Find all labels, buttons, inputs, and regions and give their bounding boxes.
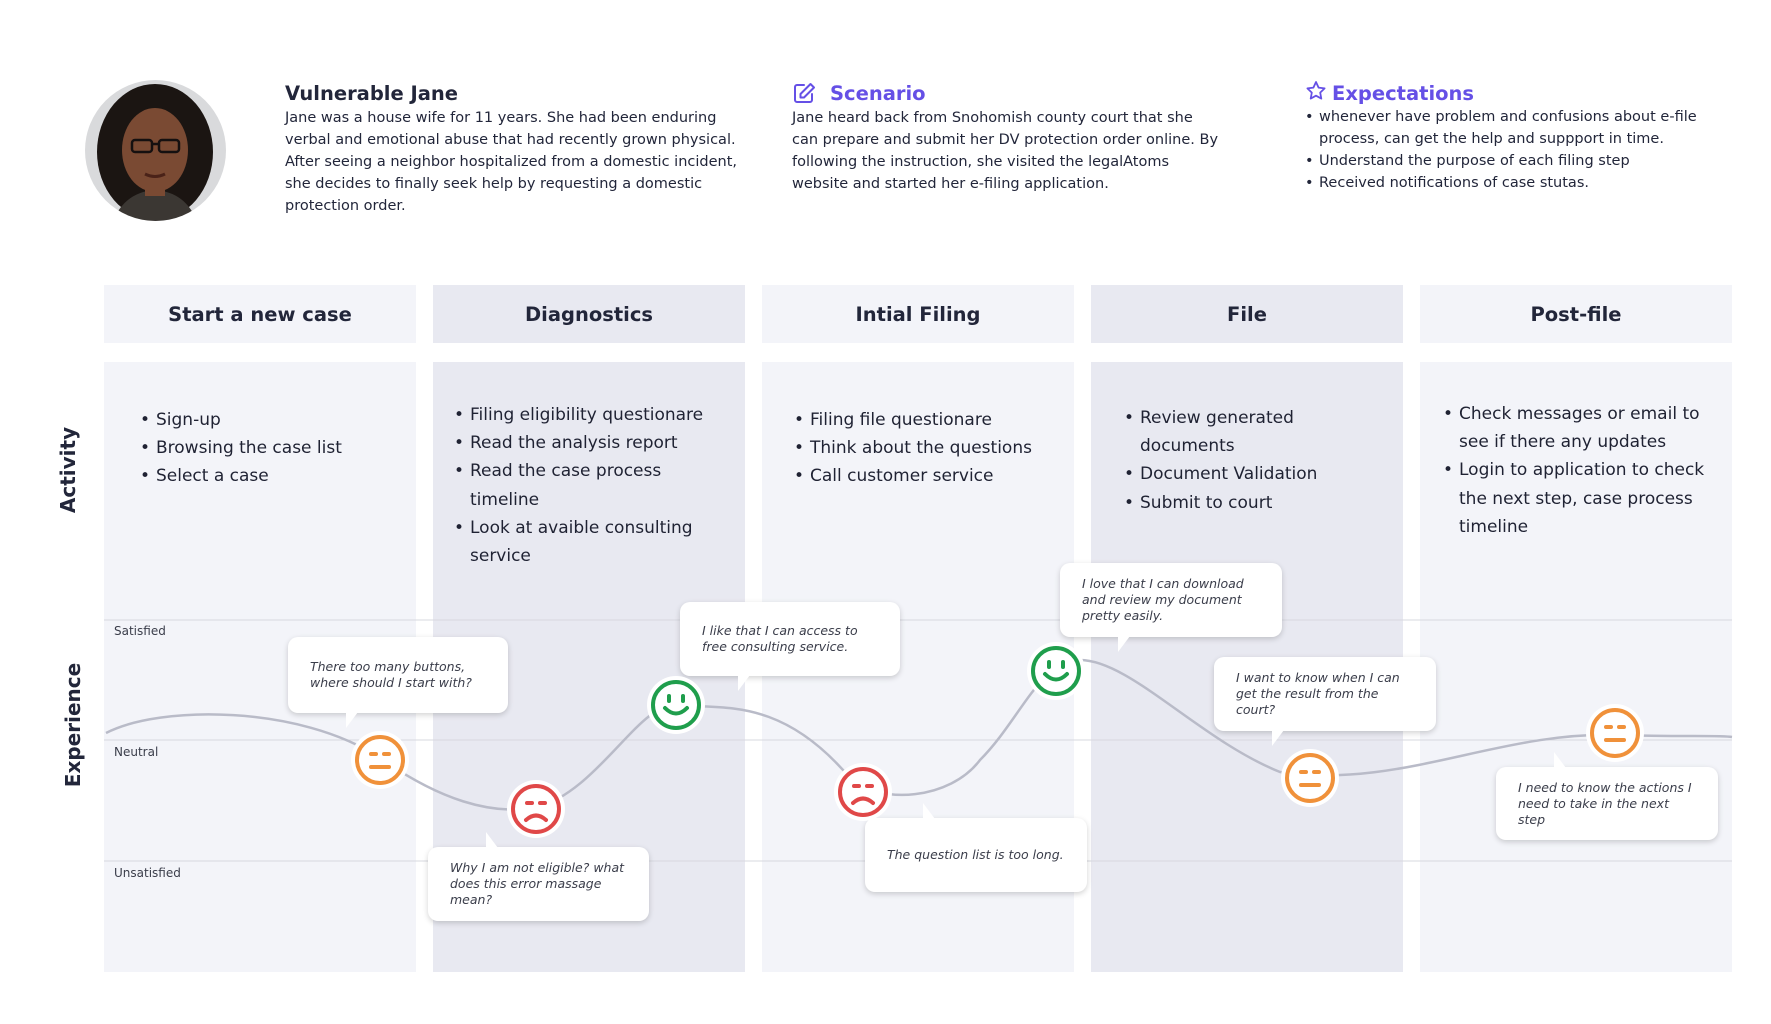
stage-header: File bbox=[1091, 285, 1403, 343]
happy-face-icon bbox=[1026, 641, 1086, 705]
level-label-unsatisfied: Unsatisfied bbox=[114, 866, 181, 880]
neutral-face-icon bbox=[1280, 748, 1340, 812]
quote-bubble: The question list is too long. bbox=[865, 803, 1087, 892]
scenario-icon bbox=[793, 82, 817, 108]
activity-item: Filing file questionare bbox=[794, 406, 1084, 434]
persona-name: Vulnerable Jane bbox=[285, 82, 459, 105]
bubble-tail bbox=[486, 832, 498, 848]
activity-item: Filing eligibility questionare bbox=[454, 401, 704, 429]
experience-curve bbox=[105, 658, 1733, 811]
activity-item: Review generated documents bbox=[1124, 404, 1324, 460]
activity-item: Submit to court bbox=[1124, 489, 1324, 517]
activity-item: Call customer service bbox=[794, 462, 1084, 490]
expectations-title: Expectations bbox=[1332, 82, 1475, 105]
quote-text: I need to know the actions I need to tak… bbox=[1518, 779, 1692, 827]
quote-text: The question list is too long. bbox=[887, 847, 1064, 862]
star-icon bbox=[1304, 80, 1328, 108]
quote-bubble: I like that I can access to free consult… bbox=[680, 602, 900, 691]
quote-bubble: I want to know when I can get the result… bbox=[1214, 657, 1436, 746]
expectation-item: Received notifications of case stutas. bbox=[1305, 172, 1715, 194]
activity-list: Check messages or email to see if there … bbox=[1443, 400, 1708, 541]
sad-face-icon bbox=[506, 779, 566, 843]
activity-item: Read the case process timeline bbox=[454, 457, 704, 513]
bubble-tail bbox=[1272, 730, 1284, 746]
activity-list: Filing eligibility questionare Read the … bbox=[454, 401, 704, 570]
activity-item: Login to application to check the next s… bbox=[1443, 456, 1708, 541]
happy-face-icon bbox=[646, 675, 706, 739]
activity-list: Review generated documents Document Vali… bbox=[1124, 404, 1324, 517]
activity-item: Read the analysis report bbox=[454, 429, 704, 457]
stage-header: Intial Filing bbox=[762, 285, 1074, 343]
quote-bubble: I love that I can download and review my… bbox=[1060, 563, 1282, 652]
quote-bubble: There too many buttons, where should I s… bbox=[288, 637, 508, 728]
persona-avatar bbox=[85, 80, 226, 221]
persona-bio: Jane was a house wife for 11 years. She … bbox=[285, 110, 737, 214]
bubble-tail bbox=[1118, 636, 1130, 652]
expectation-item: Understand the purpose of each filing st… bbox=[1305, 150, 1715, 172]
quote-text: I love that I can download and review my… bbox=[1082, 576, 1244, 623]
level-label-neutral: Neutral bbox=[114, 745, 159, 759]
scenario-text: Jane heard back from Snohomish county co… bbox=[792, 110, 1219, 192]
activity-item: Browsing the case list bbox=[140, 434, 430, 462]
activity-item: Check messages or email to see if there … bbox=[1443, 400, 1708, 456]
bubble-tail bbox=[923, 803, 935, 819]
neutral-face-icon bbox=[1585, 703, 1645, 767]
quote-bubble: Why I am not eligible? what does this er… bbox=[428, 832, 649, 921]
activity-item: Select a case bbox=[140, 462, 430, 490]
level-label-satisfied: Satisfied bbox=[114, 624, 166, 638]
expectation-item: whenever have problem and confusions abo… bbox=[1305, 106, 1715, 150]
bubble-tail bbox=[738, 675, 750, 691]
stage-header: Diagnostics bbox=[433, 285, 745, 343]
activity-list: Filing file questionare Think about the … bbox=[794, 406, 1084, 491]
quote-text: I like that I can access to free consult… bbox=[702, 623, 858, 654]
quote-text: There too many buttons, where should I s… bbox=[310, 659, 472, 690]
activity-list: Sign-up Browsing the case list Select a … bbox=[140, 406, 430, 491]
quote-bubble: I need to know the actions I need to tak… bbox=[1496, 752, 1718, 840]
activity-item: Think about the questions bbox=[794, 434, 1084, 462]
sad-face-icon bbox=[833, 762, 893, 826]
expectations-list: whenever have problem and confusions abo… bbox=[1305, 106, 1715, 194]
scenario-title: Scenario bbox=[830, 82, 926, 105]
activity-item: Sign-up bbox=[140, 406, 430, 434]
neutral-face-icon bbox=[350, 730, 410, 794]
activity-item: Document Validation bbox=[1124, 460, 1324, 488]
quote-text: Why I am not eligible? what does this er… bbox=[450, 860, 625, 907]
stage-header: Start a new case bbox=[104, 285, 416, 343]
bubble-tail bbox=[346, 712, 358, 728]
quote-text: I want to know when I can get the result… bbox=[1236, 670, 1400, 717]
stage-header: Post-file bbox=[1420, 285, 1732, 343]
activity-item: Look at avaible consulting service bbox=[454, 514, 704, 570]
bubble-tail bbox=[1554, 752, 1566, 768]
